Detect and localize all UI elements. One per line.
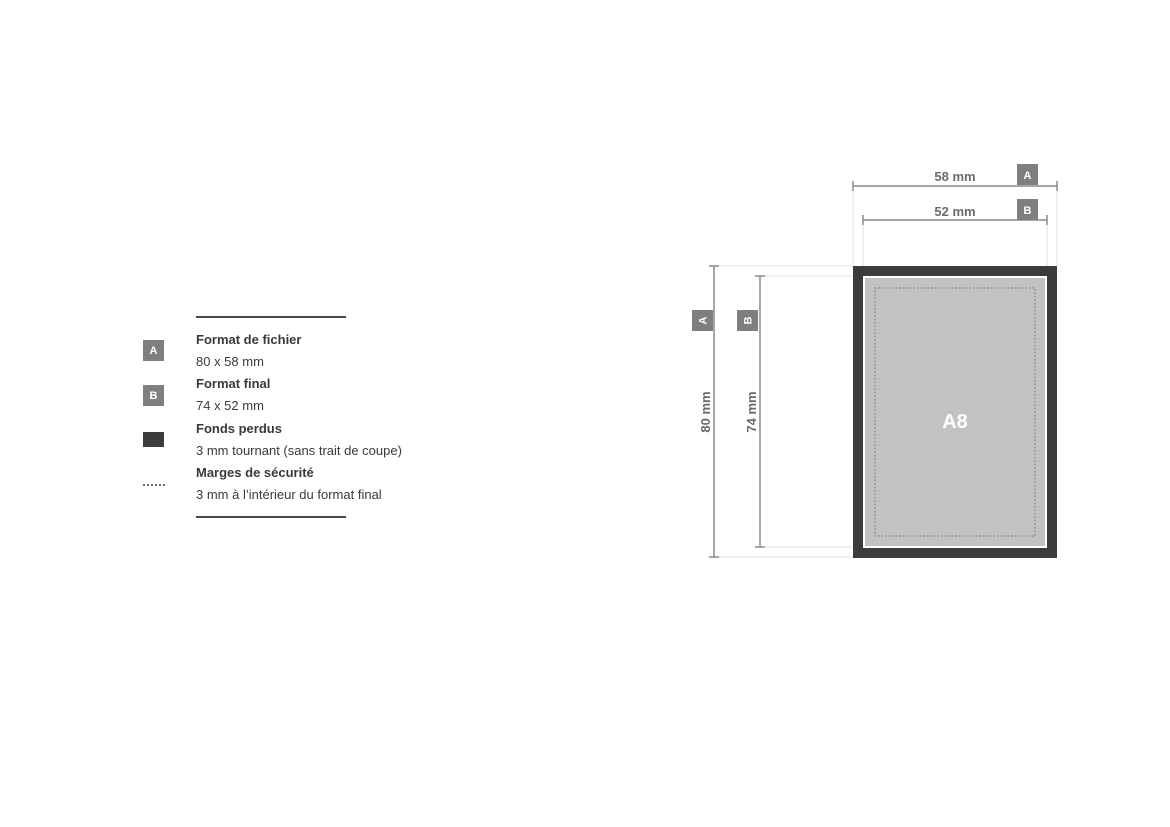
- legend-top-rule: [196, 316, 346, 318]
- legend-badge-a: A: [143, 340, 164, 361]
- height-final-label: 74 mm: [744, 391, 759, 432]
- dimension-width-final: 52 mm B: [862, 199, 1048, 225]
- dimension-height-file: A 80 mm: [692, 265, 719, 558]
- badge-a-top: [1017, 164, 1038, 185]
- legend-desc-bleed: 3 mm tournant (sans trait de coupe): [196, 443, 402, 458]
- format-label: A8: [942, 411, 968, 433]
- legend-badge-b: B: [143, 385, 164, 406]
- legend-bottom-rule: [196, 516, 346, 518]
- height-file-label: 80 mm: [698, 391, 713, 432]
- dimension-width-file: 58 mm A: [852, 164, 1058, 191]
- badge-a-left: [692, 310, 713, 331]
- width-final-label: 52 mm: [934, 204, 975, 219]
- badge-b-left: [737, 310, 758, 331]
- badge-b-top-label: B: [1024, 205, 1032, 217]
- badge-a-top-label: A: [1024, 170, 1032, 182]
- final-format-area: [863, 276, 1047, 548]
- legend-title-bleed: Fonds perdus: [196, 421, 282, 436]
- legend-safety-margin-swatch: [143, 484, 165, 486]
- badge-b-left-label: B: [743, 316, 755, 324]
- legend-bleed-swatch: [143, 432, 164, 447]
- badge-b-top: [1017, 199, 1038, 220]
- dimension-height-final: B 74 mm: [737, 275, 765, 548]
- legend-title-safety-margin: Marges de sécurité: [196, 465, 314, 480]
- legend-desc-final-format: 74 x 52 mm: [196, 398, 264, 413]
- safety-margin: [874, 287, 1036, 537]
- legend-title-final-format: Format final: [196, 376, 271, 391]
- badge-a-left-label: A: [698, 316, 710, 324]
- legend-desc-file-format: 80 x 58 mm: [196, 354, 264, 369]
- legend: A Format de fichier 80 x 58 mm B Format …: [143, 316, 402, 518]
- legend-title-file-format: Format de fichier: [196, 332, 302, 347]
- legend-desc-safety-margin: 3 mm à l’intérieur du format final: [196, 487, 382, 502]
- width-file-label: 58 mm: [934, 169, 975, 184]
